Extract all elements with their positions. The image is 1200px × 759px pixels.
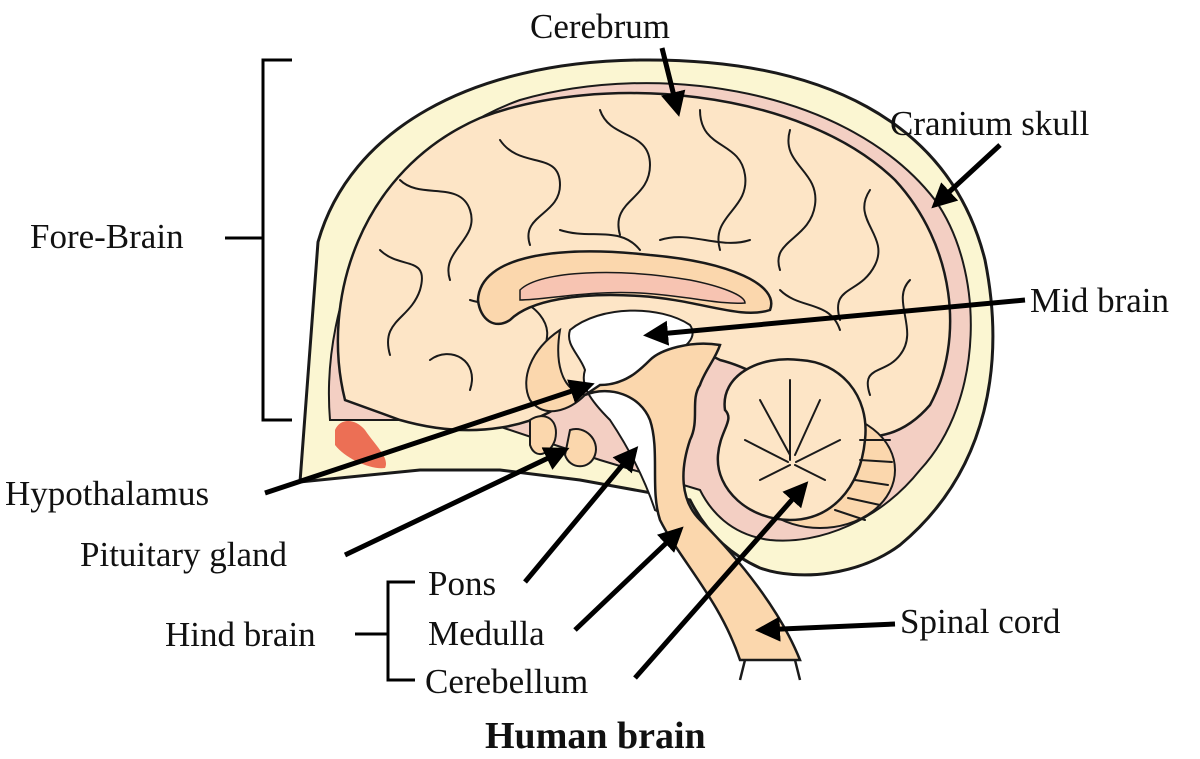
label-fore-brain: Fore-Brain [30, 217, 184, 256]
hind-brain-bracket [355, 580, 415, 682]
label-mid-brain: Mid brain [1030, 281, 1169, 320]
hypothalamus-arrow [264, 379, 595, 496]
mid-brain-arrow [643, 297, 1026, 346]
label-hypothalamus: Hypothalamus [5, 474, 209, 513]
cerebellum-arrow [633, 481, 809, 680]
label-cerebellum: Cerebellum [425, 662, 588, 701]
label-cerebrum: Cerebrum [530, 7, 670, 46]
label-hind-brain: Hind brain [165, 615, 316, 654]
cranium-arrow [931, 143, 1002, 209]
label-pituitary-gland: Pituitary gland [80, 535, 288, 574]
brain-stem [584, 342, 802, 662]
pituitary-arrow [343, 447, 570, 558]
cerebrum-arrow [659, 47, 686, 117]
spinal-cord [738, 659, 802, 681]
label-spinal-cord: Spinal cord [900, 602, 1061, 641]
diagram-title: Human brain [485, 715, 706, 757]
spinal-cord-arrow [755, 616, 896, 642]
fore-brain-bracket [225, 58, 292, 422]
label-pons: Pons [428, 564, 496, 603]
label-cranium-skull: Cranium skull [890, 104, 1090, 143]
pons-arrow [523, 446, 639, 584]
corpus-callosum-inner [519, 271, 746, 305]
hypothalamus-region [529, 415, 557, 455]
label-medulla: Medulla [428, 614, 545, 653]
medulla-arrow [573, 526, 684, 632]
